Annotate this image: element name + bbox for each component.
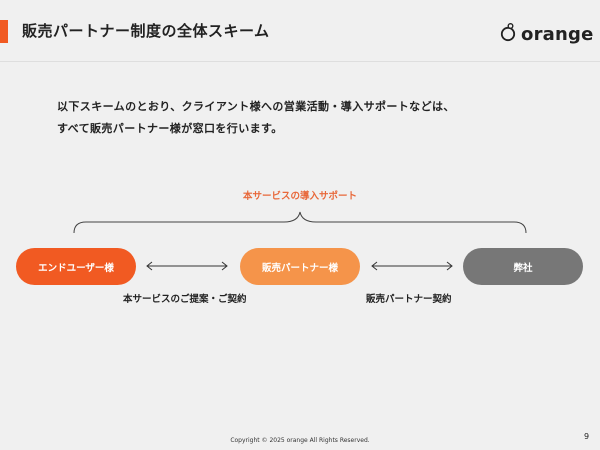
intro-line-1: 以下スキームのとおり、クライアント様への営業活動・導入サポートなどは、 [57, 100, 455, 113]
node-sales-partner-label: 販売パートナー様 [261, 262, 338, 274]
double-arrow-icon [146, 261, 228, 271]
brace-label: 本サービスの導入サポート [242, 191, 357, 202]
title-accent-bar [0, 20, 8, 43]
orange-logo-icon [500, 22, 516, 46]
intro-line-2: すべて販売パートナー様が窓口を行います。 [57, 122, 283, 135]
node-end-user: エンドユーザー様 [16, 248, 136, 285]
header-divider [0, 61, 600, 62]
brand-logo: orange [500, 22, 594, 46]
relation-label-partner-contract: 販売パートナー契約 [366, 294, 452, 305]
node-end-user-label: エンドユーザー様 [38, 262, 114, 274]
page-title: 販売パートナー制度の全体スキーム [22, 22, 270, 40]
double-arrow-icon [371, 261, 453, 271]
node-our-company-label: 弊社 [513, 262, 533, 274]
copyright: Copyright © 2025 orange All Rights Reser… [230, 437, 370, 444]
curly-brace-icon [73, 211, 527, 234]
page-number: 9 [584, 432, 590, 441]
intro-text: 以下スキームのとおり、クライアント様への営業活動・導入サポートなどは、 すべて販… [57, 96, 455, 140]
node-our-company: 弊社 [463, 248, 583, 285]
relation-label-proposal: 本サービスのご提案・ご契約 [123, 294, 247, 305]
logo-text: orange [521, 23, 594, 45]
node-sales-partner: 販売パートナー様 [240, 248, 360, 285]
